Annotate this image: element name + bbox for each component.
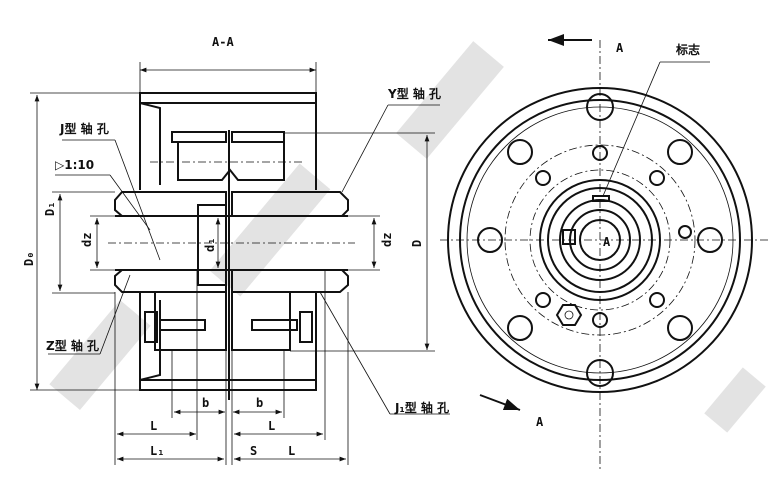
large-holes xyxy=(477,93,723,387)
dim-dz-right: dz xyxy=(380,233,394,247)
dim-L-right: L xyxy=(268,419,275,433)
section-mark-top: A xyxy=(616,41,624,55)
j-bore-label: J型 轴 孔 xyxy=(59,121,109,136)
dim-D0: D₀ xyxy=(22,252,36,266)
dim-S: S xyxy=(250,444,257,458)
dim-L-bottom: L xyxy=(288,444,295,458)
section-view: A-A J型 轴 孔 ▷1:10 Y型 轴 孔 xyxy=(22,35,450,465)
dim-L1: L₁ xyxy=(150,444,164,458)
taper-label: ▷1:10 xyxy=(55,158,94,172)
small-holes xyxy=(535,145,692,328)
j1-bore-label: J₁型 轴 孔 xyxy=(394,400,449,415)
marker-label: 标志 xyxy=(675,42,700,57)
dim-L-left: L xyxy=(150,419,157,433)
watermark xyxy=(49,41,766,433)
dim-D: D xyxy=(410,240,424,247)
dim-d1: d₁ xyxy=(203,238,217,252)
center-mark: A xyxy=(603,235,611,249)
z-bore-label: Z型 轴 孔 xyxy=(46,338,99,353)
dim-D1: D₁ xyxy=(43,202,57,216)
dim-b-left: b xyxy=(202,396,209,410)
dim-b-right: b xyxy=(256,396,263,410)
dim-dz-left: dz xyxy=(80,233,94,247)
y-bore-label: Y型 轴 孔 xyxy=(387,86,441,101)
section-mark-bottom: A xyxy=(536,415,544,429)
end-view: A A A 标志 xyxy=(440,34,770,470)
section-title: A-A xyxy=(212,35,234,49)
